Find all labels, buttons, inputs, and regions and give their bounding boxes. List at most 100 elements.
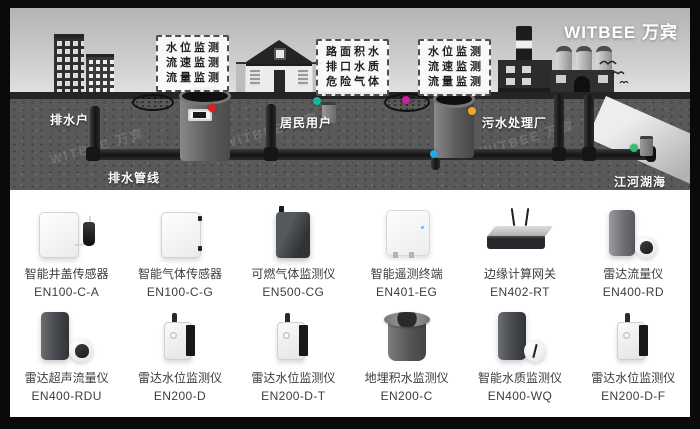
house-illustration	[236, 40, 322, 94]
combustible-gas-monitor-image	[243, 204, 343, 262]
house-attic-window	[274, 48, 286, 60]
label-sewage-plant: 污水处理厂	[482, 116, 548, 130]
monitoring-well-right	[434, 93, 474, 158]
factory-window	[506, 66, 515, 73]
product-card: 雷达流量仪 EN400-RD	[577, 204, 690, 299]
radar-level-monitor-t-image	[243, 308, 343, 366]
factory-window	[598, 75, 608, 83]
factory-window	[556, 75, 566, 83]
product-name: 智能遥测终端	[370, 266, 443, 281]
factory-window	[506, 78, 515, 85]
product-row-1: 智能井盖传感器 EN100-C-A 智能气体传感器 EN100-C-G	[10, 204, 690, 299]
callout-line: 水位监测	[166, 42, 222, 54]
product-name: 智能气体传感器	[137, 266, 222, 281]
well-rim	[436, 93, 472, 105]
manhole-cover-sensor-image	[17, 204, 117, 262]
label-resident-user: 居民用户	[280, 116, 333, 130]
river-outfall-device	[640, 136, 653, 156]
factory-window	[522, 78, 531, 85]
product-card: 智能水质监测仪 EN400-WQ	[463, 308, 576, 403]
indicator-dot-magenta	[402, 96, 410, 104]
indicator-dot-red	[208, 104, 216, 112]
well-rim	[182, 90, 228, 102]
pipe-elbow-joint	[552, 147, 566, 161]
callout-line: 路面积水	[326, 46, 382, 58]
product-card: 地埋积水监测仪 EN200-C	[350, 308, 463, 403]
manhole-cover	[132, 94, 174, 111]
poster-canvas: WITBEE 万宾 WITBEE 万宾 WITBEE 万宾	[10, 8, 690, 417]
office-building-illustration	[54, 34, 84, 96]
indicator-dot-teal	[313, 97, 321, 105]
radar-level-monitor-image	[130, 308, 230, 366]
well-drain-stub	[431, 154, 440, 170]
callout-line: 流量监测	[166, 72, 222, 84]
buried-water-monitor-image	[357, 308, 457, 366]
product-card: 智能气体传感器 EN100-C-G	[123, 204, 236, 299]
label-rivers-lakes-seas: 江河湖海	[614, 175, 667, 189]
factory-annex-building	[550, 70, 614, 92]
label-drain-pipeline: 排水管线	[108, 171, 161, 185]
factory-arch-door	[574, 76, 590, 92]
product-model: EN400-RD	[602, 284, 664, 299]
radar-flow-meter-image	[583, 204, 683, 262]
edge-gateway-image	[470, 204, 570, 262]
drain-pipe-main	[88, 149, 554, 160]
factory-tank	[576, 46, 592, 77]
product-model: EN400-WQ	[487, 389, 553, 404]
product-card: 雷达水位监测仪 EN200-D-F	[577, 308, 690, 403]
house-wing-left	[236, 62, 245, 94]
label-drain-user: 排水户	[50, 113, 90, 127]
product-grid: 智能井盖传感器 EN100-C-A 智能气体传感器 EN100-C-G	[10, 190, 690, 417]
brand-logo: WITBEE 万宾	[564, 23, 678, 42]
product-name: 边缘计算网关	[483, 266, 556, 281]
resident-outlet-device	[322, 102, 336, 123]
product-model: EN200-D-T	[261, 389, 326, 404]
product-card: 智能遥测终端 EN401-EG	[350, 204, 463, 299]
birds-icon	[599, 60, 629, 84]
product-name: 智能水质监测仪	[477, 371, 562, 386]
pipe-elbow-joint	[264, 147, 278, 161]
plant-pipe-vertical-2	[584, 94, 594, 154]
factory-tank	[556, 46, 572, 77]
factory-main-building	[498, 60, 552, 92]
callout-line: 水位监测	[428, 46, 484, 58]
product-name: 雷达水位监测仪	[251, 371, 336, 386]
callout-line: 流速监测	[166, 57, 222, 69]
factory-window	[522, 66, 531, 73]
plant-pipe-vertical-1	[554, 94, 564, 154]
drain-pipe-vertical-house	[266, 104, 276, 156]
water-quality-monitor-image	[470, 308, 570, 366]
product-card: 雷达水位监测仪 EN200-D	[123, 308, 236, 403]
radar-level-monitor-f-image	[583, 308, 683, 366]
callout-line: 排口水质	[326, 61, 382, 73]
product-model: EN401-EG	[376, 284, 438, 299]
house-window-left	[250, 70, 260, 86]
callout-pipeline-monitoring-2: 水位监测 流速监测 流量监测	[418, 39, 491, 96]
product-model: EN100-C-A	[34, 284, 100, 299]
well-level-sensor	[188, 109, 212, 121]
indicator-dot-green	[630, 144, 638, 152]
monitoring-well-left	[180, 90, 230, 161]
product-row-2: 雷达超声流量仪 EN400-RDU 雷达水位监测仪 EN200-D 雷达水位监测…	[10, 308, 690, 403]
product-card: 可燃气体监测仪 EN500-CG	[237, 204, 350, 299]
pipe-elbow-joint	[86, 147, 100, 161]
product-card: 雷达水位监测仪 EN200-D-T	[237, 308, 350, 403]
product-name: 可燃气体监测仪	[251, 266, 336, 281]
product-card: 边缘计算网关 EN402-RT	[463, 204, 576, 299]
product-card: 智能井盖传感器 EN100-C-A	[10, 204, 123, 299]
product-model: EN500-CG	[262, 284, 325, 299]
office-building-2-illustration	[86, 54, 114, 95]
product-card: 雷达超声流量仪 EN400-RDU	[10, 308, 123, 403]
product-model: EN402-RT	[490, 284, 550, 299]
house-door	[274, 70, 285, 92]
callout-line: 危险气体	[326, 76, 382, 88]
house-window-right	[298, 70, 308, 86]
gas-sensor-image	[130, 204, 230, 262]
ground-cross-section	[10, 92, 690, 190]
telemetry-terminal-image	[357, 204, 457, 262]
drain-pipe-vertical-left	[90, 106, 100, 156]
product-name: 雷达水位监测仪	[591, 371, 676, 386]
scene-illustration: WITBEE 万宾 WITBEE 万宾 WITBEE 万宾	[10, 8, 690, 190]
indicator-dot-orange	[468, 107, 476, 115]
